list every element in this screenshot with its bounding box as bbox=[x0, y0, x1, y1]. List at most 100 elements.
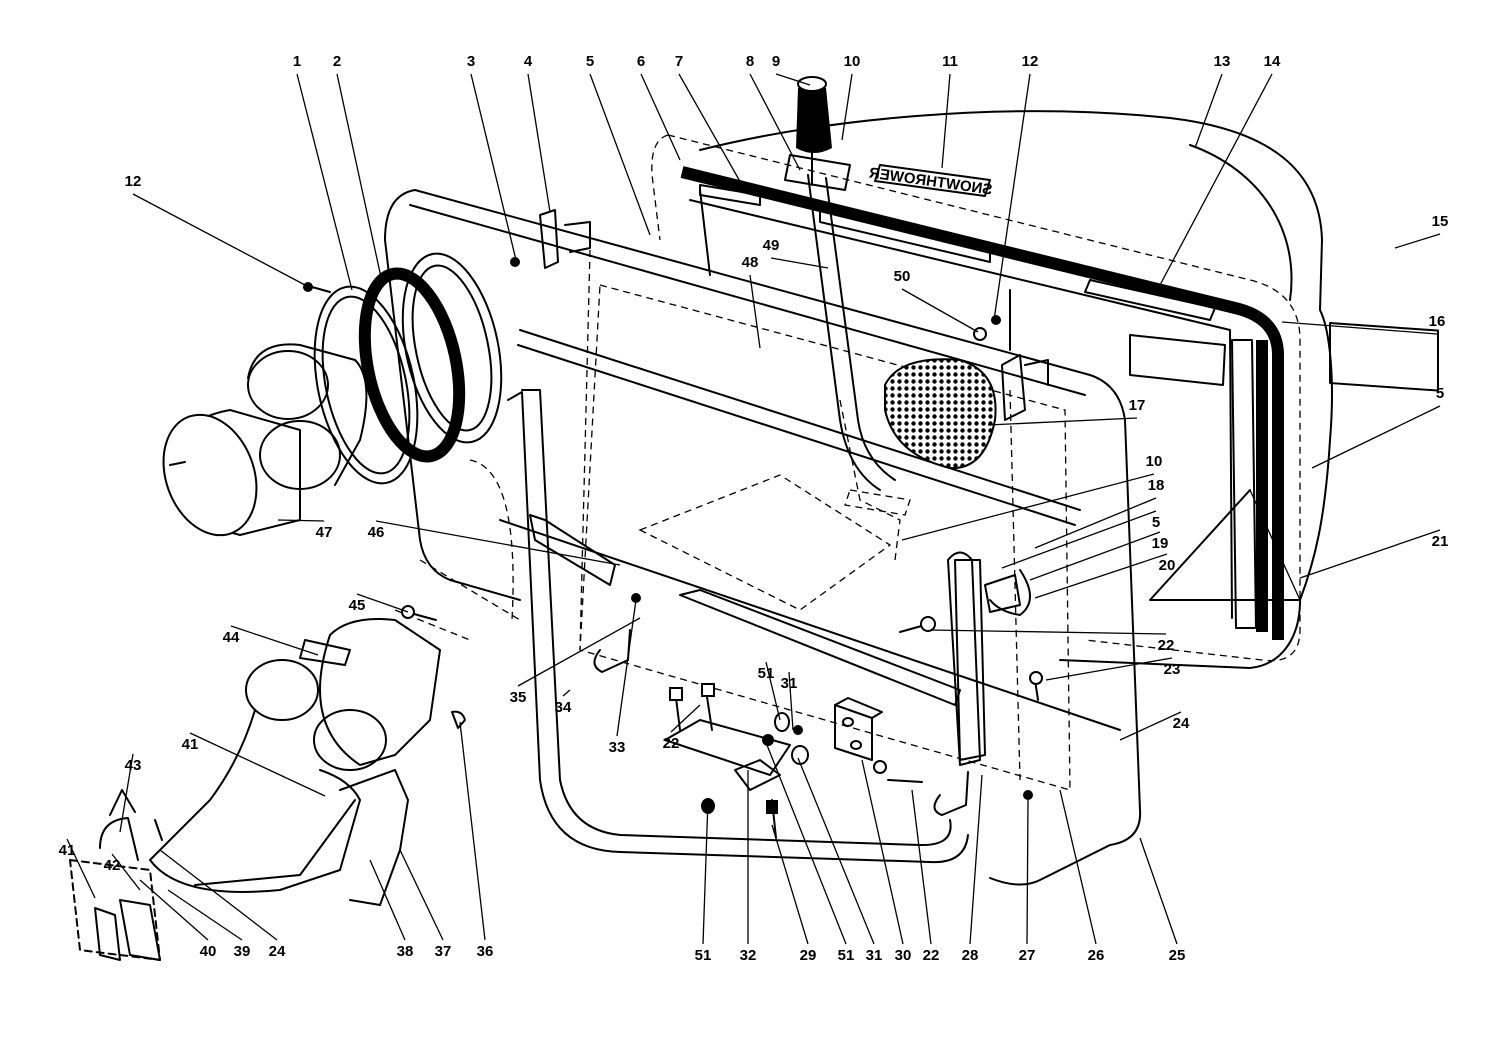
leader-line-c22b bbox=[911, 789, 932, 945]
leader-line-c17 bbox=[987, 417, 1138, 426]
callout-c11: 11 bbox=[941, 53, 958, 169]
callout-c5c: 5 bbox=[1001, 510, 1160, 569]
callout-c14: 14 bbox=[1159, 53, 1281, 286]
leader-line-c46 bbox=[375, 520, 621, 566]
discharge-tube-47 bbox=[162, 343, 368, 537]
callout-c39: 39 bbox=[167, 889, 250, 960]
callout-number-c16: 16 bbox=[1429, 313, 1446, 330]
callout-c15: 15 bbox=[1394, 213, 1448, 249]
callout-c31b: 31 bbox=[781, 671, 797, 731]
callout-c44: 44 bbox=[223, 625, 319, 656]
callout-number-c38: 38 bbox=[397, 943, 414, 960]
leader-line-c22a bbox=[929, 629, 1167, 635]
callout-c5b: 5 bbox=[1311, 385, 1444, 469]
callout-c43: 43 bbox=[119, 753, 141, 833]
leader-line-c10a bbox=[841, 73, 853, 141]
callout-number-c6: 6 bbox=[637, 53, 645, 70]
leader-line-c25 bbox=[1139, 837, 1178, 945]
lower-chute-elbow bbox=[149, 709, 409, 906]
callout-c29: 29 bbox=[771, 824, 816, 964]
leader-line-c11 bbox=[941, 73, 951, 169]
callout-number-c45: 45 bbox=[349, 597, 366, 614]
callout-c24b: 24 bbox=[159, 849, 286, 960]
label-plate-15 bbox=[1329, 322, 1439, 392]
callout-number-c40: 40 bbox=[200, 943, 217, 960]
callout-c28: 28 bbox=[962, 774, 983, 964]
callout-c35: 35 bbox=[510, 617, 641, 706]
leader-line-c21 bbox=[1299, 529, 1441, 579]
leader-line-c5c bbox=[1001, 510, 1157, 569]
callout-number-c28: 28 bbox=[962, 947, 979, 964]
callout-c4: 4 bbox=[524, 53, 551, 213]
leader-line-c2 bbox=[336, 73, 383, 283]
callout-number-c4: 4 bbox=[524, 53, 533, 70]
front-housing bbox=[384, 189, 1142, 886]
callout-number-c27: 27 bbox=[1019, 947, 1036, 964]
callout-number-c25: 25 bbox=[1169, 947, 1186, 964]
callout-number-c32: 32 bbox=[740, 947, 757, 964]
callout-c12b: 12 bbox=[125, 173, 306, 286]
callout-c22c: 22 bbox=[663, 704, 701, 752]
callout-number-c50: 50 bbox=[894, 268, 911, 285]
leader-line-c19 bbox=[1029, 531, 1161, 581]
callout-number-c5a: 5 bbox=[586, 53, 594, 70]
window-panel-left bbox=[699, 184, 991, 263]
callout-number-c20: 20 bbox=[1159, 557, 1176, 574]
screw-12 bbox=[303, 282, 331, 293]
leader-line-c40 bbox=[139, 879, 209, 941]
callout-number-c46: 46 bbox=[368, 524, 385, 541]
chute-deflector-44 bbox=[245, 459, 521, 771]
leader-line-c34 bbox=[562, 689, 571, 697]
callout-c34: 34 bbox=[555, 689, 572, 716]
leader-line-c47 bbox=[277, 519, 325, 522]
bracket-4 bbox=[539, 209, 591, 269]
callout-c27: 27 bbox=[1019, 799, 1036, 964]
bracket-upper-right bbox=[1001, 354, 1049, 421]
callout-c50: 50 bbox=[894, 268, 979, 333]
callout-number-c7: 7 bbox=[675, 53, 683, 70]
callout-c22a: 22 bbox=[929, 629, 1174, 654]
leader-line-c51a bbox=[764, 739, 847, 945]
leader-line-c41b bbox=[66, 838, 96, 899]
callout-number-c51a: 51 bbox=[838, 947, 855, 964]
hinge-bracket-32 bbox=[664, 719, 791, 791]
callout-c31a: 31 bbox=[797, 757, 882, 964]
callout-number-c49: 49 bbox=[763, 237, 780, 254]
side-latch-rod bbox=[954, 559, 986, 761]
callout-number-c30: 30 bbox=[895, 947, 912, 964]
callout-number-c51c: 51 bbox=[758, 665, 775, 682]
callout-c16: 16 bbox=[1281, 313, 1446, 335]
callout-c12a: 12 bbox=[993, 53, 1038, 321]
callout-c18: 18 bbox=[1034, 477, 1165, 549]
opening-gasket bbox=[680, 166, 1284, 640]
leader-line-c42 bbox=[111, 853, 141, 891]
gasket-ring-2 bbox=[358, 267, 466, 463]
leader-line-c45 bbox=[356, 593, 409, 613]
callout-c20: 20 bbox=[1034, 553, 1176, 599]
callout-number-c41a: 41 bbox=[182, 736, 199, 753]
callout-number-c18: 18 bbox=[1148, 477, 1165, 494]
leader-line-c31b bbox=[788, 671, 794, 731]
leader-line-c3 bbox=[470, 73, 517, 261]
callout-c42: 42 bbox=[104, 853, 141, 891]
leader-line-c4 bbox=[527, 73, 551, 213]
callout-c7: 7 bbox=[675, 53, 743, 186]
callout-number-c34: 34 bbox=[555, 699, 572, 716]
screen-mesh-17 bbox=[884, 358, 997, 470]
leader-line-c20 bbox=[1034, 553, 1168, 599]
callout-c23: 23 bbox=[1045, 657, 1180, 681]
callout-number-c44: 44 bbox=[223, 629, 240, 646]
callout-c51c: 51 bbox=[758, 661, 781, 721]
callout-number-c17: 17 bbox=[1129, 397, 1146, 414]
callout-number-c35: 35 bbox=[510, 689, 527, 706]
leader-line-c28 bbox=[969, 774, 983, 945]
callout-c6: 6 bbox=[637, 53, 681, 161]
leader-line-c18 bbox=[1034, 497, 1157, 549]
callout-number-c8: 8 bbox=[746, 53, 754, 70]
leader-line-c27 bbox=[1026, 799, 1029, 945]
crank-handle bbox=[784, 76, 851, 191]
callout-c51a: 51 bbox=[764, 739, 855, 964]
callout-c26: 26 bbox=[1059, 789, 1104, 964]
leader-line-c39 bbox=[167, 889, 243, 941]
